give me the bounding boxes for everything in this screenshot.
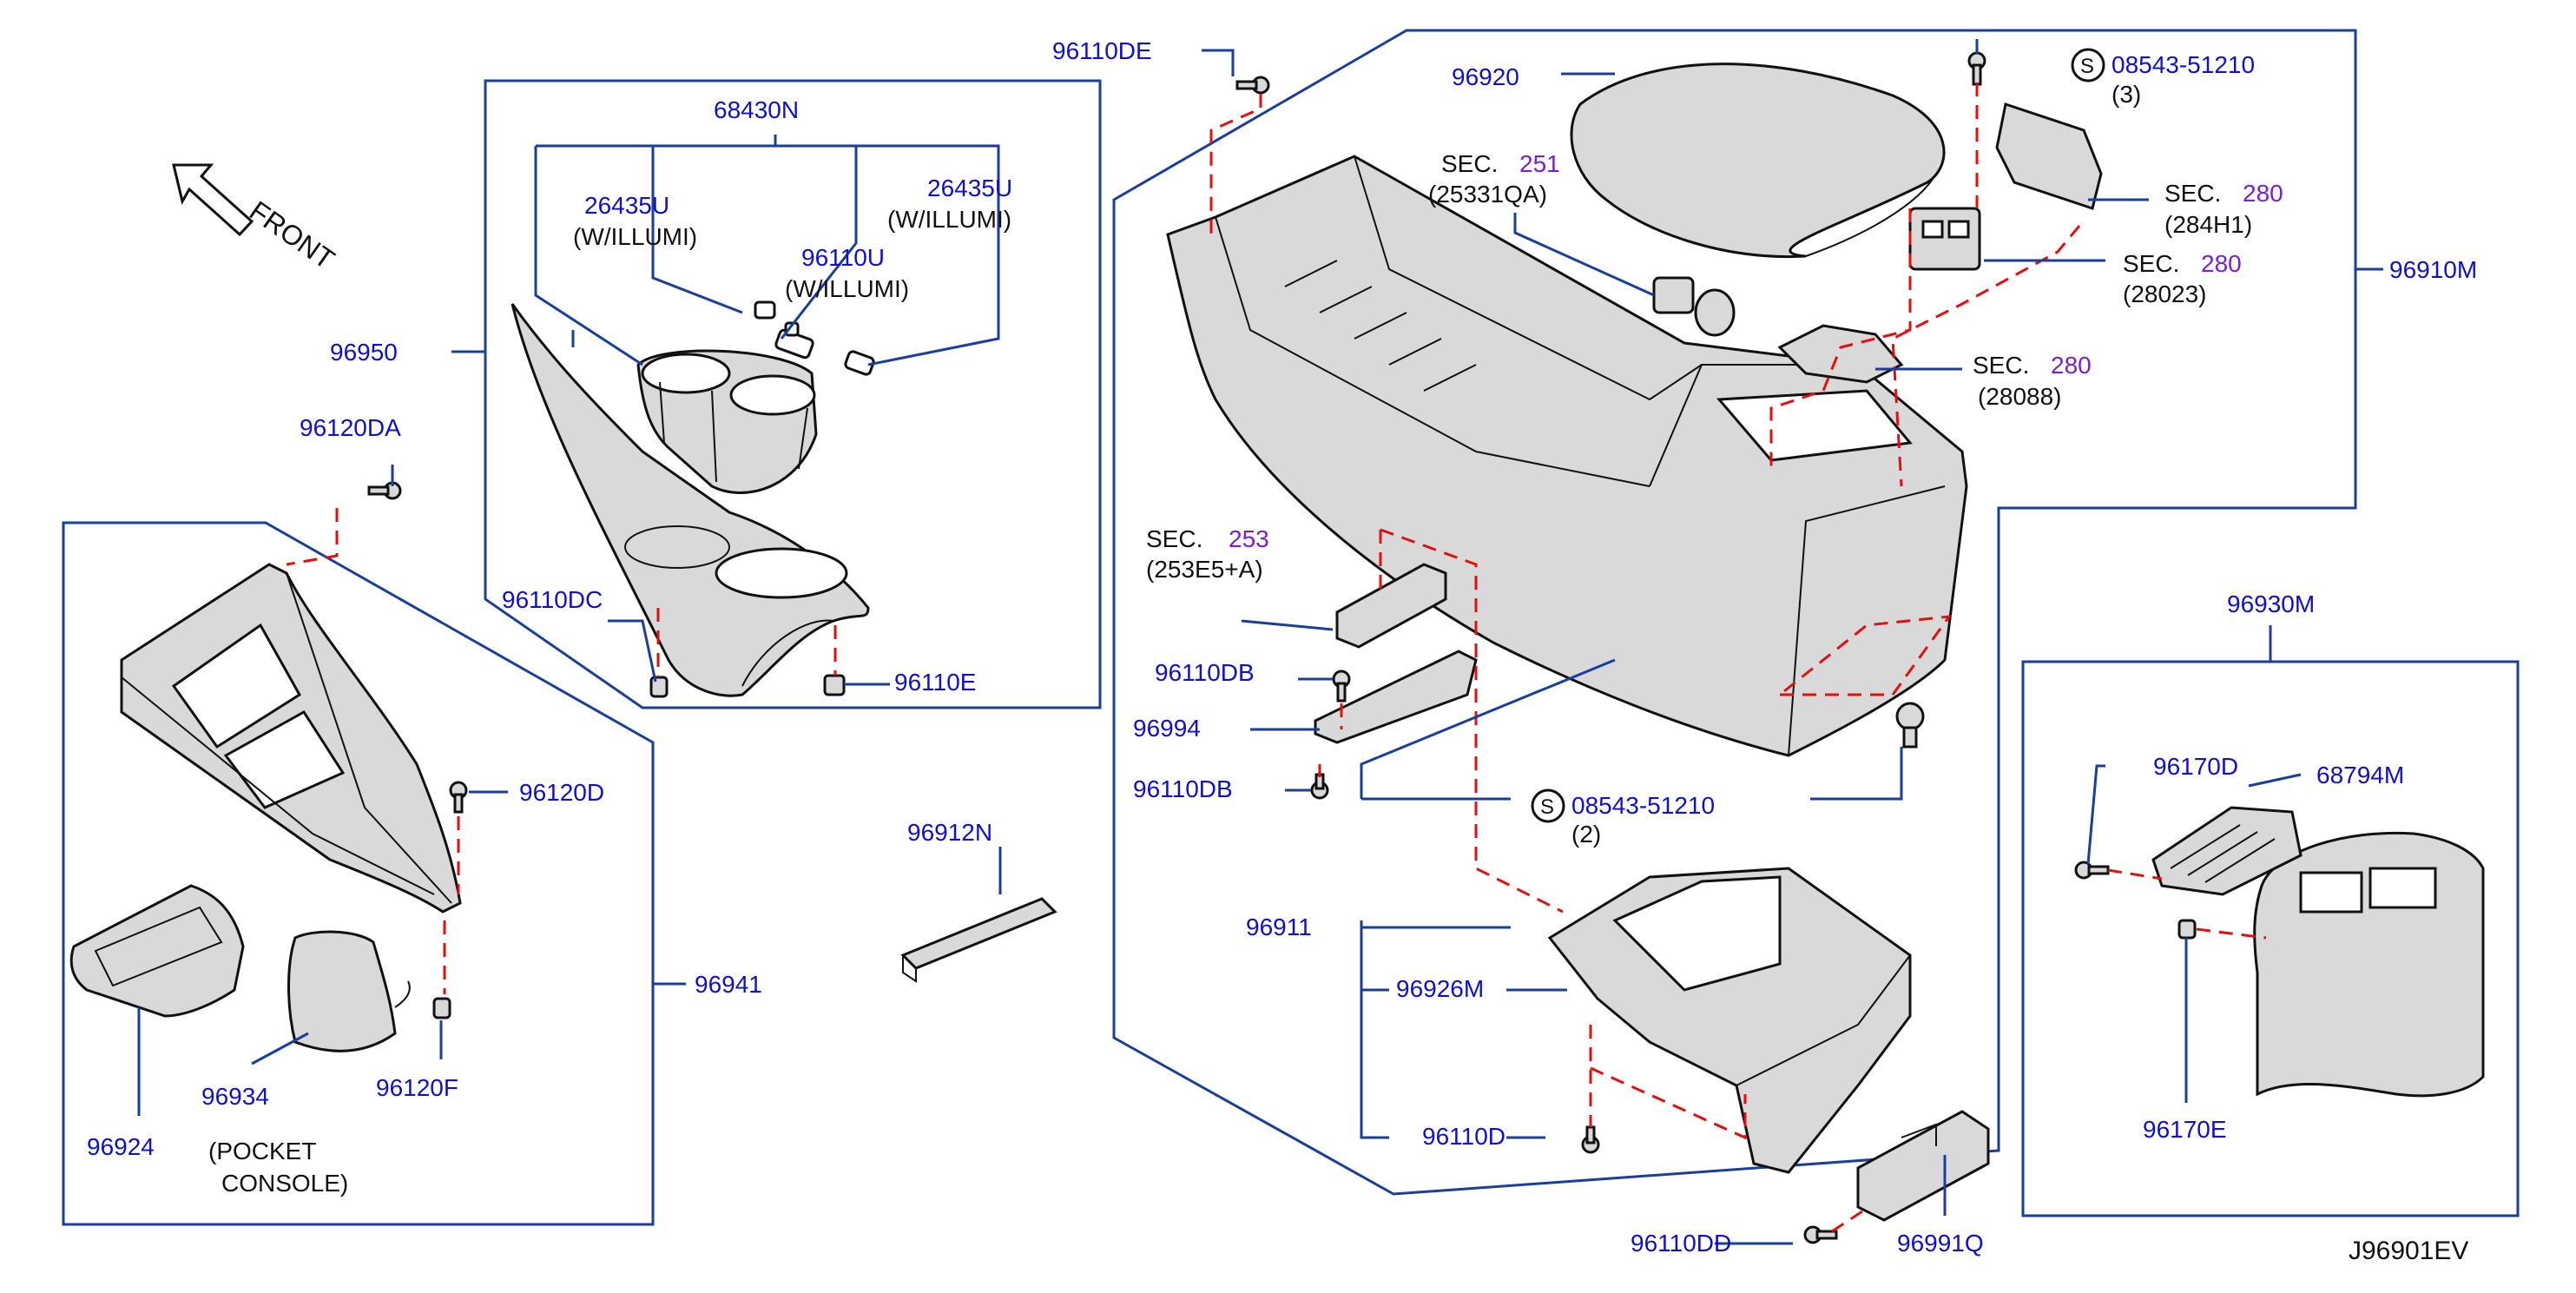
callout-96120f: 96120F [376,1074,458,1101]
callout-sec280c: SEC. [1973,352,2029,379]
callout-96912n: 96912N [907,819,992,846]
bracket-253e5-drawing [1335,563,1447,649]
clip-96170e-icon [2177,919,2197,940]
callout-96120d: 96120D [519,779,604,806]
callout-sec280c-num: 280 [2051,352,2092,379]
callout-sec280a-num: 280 [2243,180,2283,207]
callout-96994: 96994 [1133,715,1201,742]
shift-boot-drawing [287,930,411,1052]
callout-96170e: 96170E [2143,1116,2227,1143]
callout-sec280a-ref: (284H1) [2164,211,2252,238]
frame-96950-group [484,79,1102,709]
frame-96910M-group [1112,29,2357,1196]
callout-68794m: 68794M [2316,762,2404,788]
callout-08543-51210-a-qty: (3) [2112,81,2141,108]
s-symbol-b: S [1540,795,1554,819]
screw-96110de-icon [1235,76,1270,95]
callout-sec253-ref: (253E5+A) [1146,556,1263,583]
callout-sec251-num: 251 [1519,150,1560,177]
callout-sec280b-ref: (28023) [2123,280,2207,307]
callout-sec280b-num: 280 [2201,250,2242,277]
bracket-96912n-drawing [900,897,1057,983]
callout-96110db-b: 96110DB [1133,775,1233,802]
front-label: FRONT [244,195,340,275]
callout-sec251: SEC. [1441,150,1498,177]
armrest-lid-drawing [1570,63,1946,259]
screw-96110dd-icon [1803,1225,1838,1244]
screw-96110db-a-icon [1332,670,1351,703]
callout-pocket-console-a: (POCKET [208,1138,316,1164]
callout-96110d: 96110D [1422,1123,1505,1150]
callout-96930m: 96930M [2227,590,2315,617]
clip-96926m-icon [1895,702,1925,749]
callout-96110e: 96110E [894,669,976,696]
diagram-code: J96901EV [2349,1237,2468,1265]
screw-96120da-icon [367,481,402,500]
callout-08543-51210-b-qty: (2) [1571,821,1601,848]
screw-96110db-b-icon [1310,773,1329,800]
callout-96120da: 96120DA [300,414,401,441]
front-console-drawing [120,563,462,914]
callout-96110dc: 96110DC [502,586,603,613]
callout-sec251-ref: (25331QA) [1428,181,1547,208]
clip-96120f-icon [432,997,451,1019]
console-rear-bracket-drawing [1547,867,1912,1174]
callout-sec280b: SEC. [2123,250,2179,277]
callout-sec280a: SEC. [2164,180,2221,207]
screw-96110d-icon [1581,1125,1600,1154]
callout-pocket-console-b: CONSOLE) [221,1170,348,1197]
callout-96934: 96934 [201,1083,269,1110]
bulb-socket-drawing [754,300,875,376]
callout-08543-51210-b: 08543-51210 [1571,792,1715,819]
callout-68430n: 68430N [714,96,799,123]
callout-96911: 96911 [1246,914,1312,940]
rear-vent-drawing [2151,806,2303,896]
callout-26435u-a-note: (W/ILLUMI) [573,223,697,250]
clip-96110dc-icon [649,676,669,698]
switch-25331qa-drawing [1652,276,1736,337]
callout-96110u-note: (W/ILLUMI) [785,275,909,302]
callout-sec253: SEC. [1146,525,1202,552]
usb-284h1-drawing [1995,102,2103,210]
bracket-96991q-drawing [1856,1110,1990,1222]
callout-08543-51210-a: 08543-51210 [2112,51,2255,78]
frame-96941-group [62,521,655,1226]
callout-26435u-a: 26435U [584,192,669,219]
callout-96924: 96924 [87,1133,155,1160]
aux-28023-drawing [1908,207,1981,271]
cup-holder-insert-drawing [636,349,818,494]
callout-96110u: 96110U [801,244,885,271]
bracket-96994-drawing [1314,650,1478,744]
rear-vent-panel-drawing [2253,831,2485,1098]
screw-96170d-icon [2074,861,2110,880]
callout-96170d: 96170D [2153,753,2238,780]
front-arrow-icon [172,163,254,237]
callout-sec253-num: 253 [1229,525,1269,552]
callout-sec280c-ref: (28088) [1978,383,2062,410]
main-console-body-drawing [1166,155,1968,757]
callout-96950: 96950 [330,339,398,366]
clip-96110e-icon [823,674,846,696]
s-symbol-a: S [2080,55,2094,78]
callout-96991q: 96991Q [1897,1230,1984,1257]
callout-96110dd: 96110DD [1631,1230,1731,1257]
callout-96110db-a: 96110DB [1155,659,1255,686]
callout-26435u-b: 26435U [927,175,1012,201]
callout-96920: 96920 [1452,63,1519,90]
callout-96941: 96941 [695,971,762,998]
screw-96120d-icon [449,781,468,814]
cup-holder-panel-drawing [511,303,870,697]
pocket-console-drawing [69,884,245,1018]
callout-96926m: 96926M [1396,975,1484,1002]
callout-96910m: 96910M [2389,256,2477,283]
screw-08543a-icon [1967,51,1986,86]
callout-96110de: 96110DE [1052,37,1152,64]
callout-26435u-b-note: (W/ILLUMI) [887,206,1011,233]
